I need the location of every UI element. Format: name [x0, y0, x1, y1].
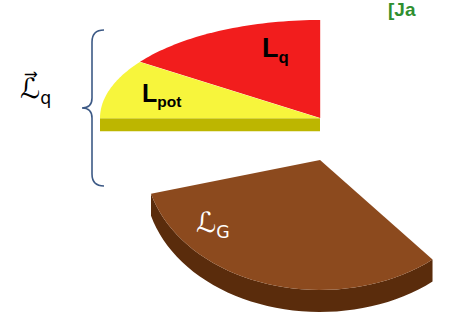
slice-label: Lpot	[142, 80, 181, 108]
slice-face	[151, 160, 433, 290]
brace-bracket	[82, 30, 104, 186]
brown-slice: ℒG	[151, 160, 433, 312]
slice-face	[100, 62, 320, 118]
slice-face	[100, 118, 320, 131]
slice-shape	[151, 160, 433, 312]
vector-symbol: ℒ⃗q	[20, 74, 51, 105]
reference-note: [Ja	[388, 0, 415, 21]
slice-label: Lq	[262, 34, 289, 64]
slice-shape	[100, 62, 320, 131]
slice-label: ℒG	[196, 208, 230, 239]
yellow-slice: Lpot	[100, 62, 320, 131]
